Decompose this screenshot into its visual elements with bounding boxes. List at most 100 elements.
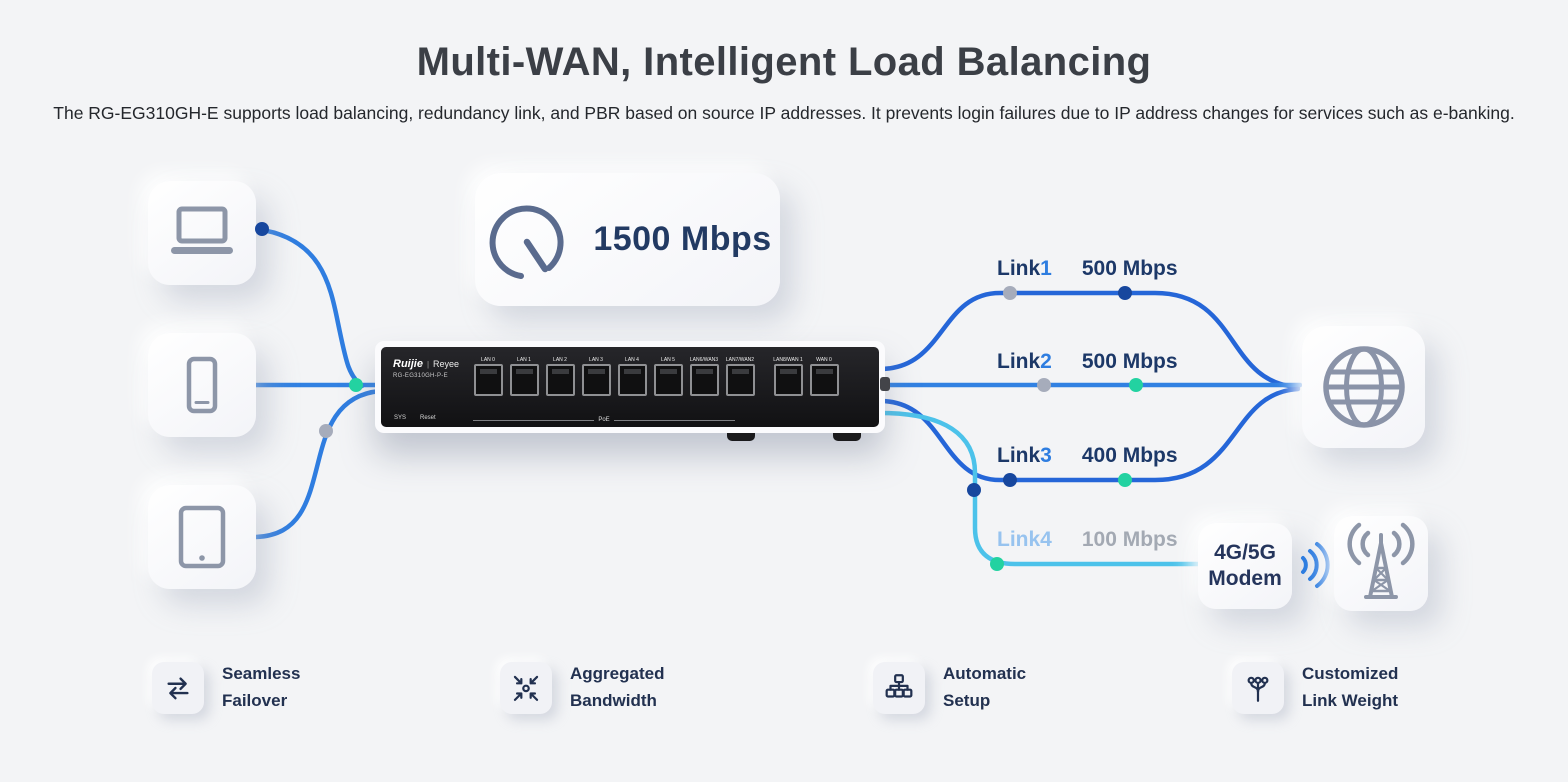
link1-speed: 500 Mbps bbox=[1081, 257, 1178, 281]
link3-speed: 400 Mbps bbox=[1081, 444, 1178, 468]
poe-group-label: PoE bbox=[473, 417, 735, 423]
flow-dot bbox=[1003, 473, 1017, 488]
globe-icon bbox=[1322, 346, 1405, 429]
flow-dot bbox=[990, 557, 1004, 572]
laptop-icon bbox=[171, 206, 233, 255]
speedometer-icon bbox=[489, 205, 564, 279]
flow-dot bbox=[1118, 473, 1132, 488]
flow-dot bbox=[349, 378, 363, 393]
router-model: RG-EG310GH-P-E bbox=[393, 373, 448, 380]
total-speed-card: 1500 Mbps bbox=[475, 173, 780, 307]
router-indicators: SYS Reset bbox=[394, 415, 436, 421]
port-label: LAN8/WAN 1 bbox=[773, 357, 803, 364]
modem-card: 4G/5G Modem bbox=[1198, 523, 1292, 610]
poe-label: PoE bbox=[598, 417, 610, 424]
link3-name: Link3 bbox=[997, 444, 1052, 468]
flow-dot bbox=[1129, 378, 1143, 393]
router-brand: Ruijie | Reyee RG-EG310GH-P-E bbox=[393, 358, 459, 379]
connection-lines bbox=[253, 227, 1303, 567]
flow-dot bbox=[1003, 286, 1017, 301]
page-title: Multi-WAN, Intelligent Load Balancing bbox=[416, 40, 1152, 84]
feature-label: Aggregated Bandwidth bbox=[570, 664, 665, 710]
router-ports: LAN 0 LAN 1 LAN 2 LAN 3 LAN 4 LAN 5 LAN6… bbox=[471, 356, 841, 397]
port-jack bbox=[545, 364, 575, 397]
sys-led-label: SYS bbox=[394, 415, 407, 422]
ethernet-port: LAN 4 bbox=[615, 356, 649, 397]
feature-customized-link-weight: Customized Link Weight bbox=[1232, 661, 1398, 714]
smartphone-card bbox=[148, 333, 256, 438]
ruijie-logo: Ruijie bbox=[393, 358, 423, 371]
tablet-link-line bbox=[253, 389, 383, 540]
feature-strip: Seamless Failover Aggregated Bandwidth bbox=[0, 661, 1568, 745]
feature-automatic-setup: Automatic Setup bbox=[873, 661, 1026, 714]
aggregate-icon bbox=[500, 661, 552, 714]
feature-aggregated-bandwidth: Aggregated Bandwidth bbox=[500, 661, 664, 714]
laptop-link-line bbox=[253, 227, 365, 389]
ethernet-port: LAN8/WAN 1 bbox=[771, 356, 805, 397]
cell-tower-card bbox=[1334, 516, 1428, 612]
feature-label: Customized Link Weight bbox=[1302, 664, 1399, 710]
port-jack bbox=[617, 364, 647, 397]
ethernet-port: LAN 5 bbox=[651, 356, 685, 397]
tablet-icon bbox=[178, 506, 226, 569]
modem-label: 4G/5G Modem bbox=[1208, 541, 1282, 591]
link4-label-row: Link4 100 Mbps bbox=[997, 528, 1178, 552]
flow-dot bbox=[967, 483, 981, 498]
router-device: Ruijie | Reyee RG-EG310GH-P-E SYS Reset … bbox=[375, 341, 890, 442]
flow-dot bbox=[255, 222, 269, 237]
feature-label: Seamless Failover bbox=[222, 664, 301, 710]
internet-card bbox=[1302, 326, 1425, 449]
port-jack bbox=[509, 364, 539, 397]
port-label: WAN 0 bbox=[816, 357, 832, 364]
brand-divider: | bbox=[426, 360, 430, 370]
link4-speed: 100 Mbps bbox=[1081, 528, 1178, 552]
port-label: LAN 4 bbox=[625, 357, 639, 364]
laptop-card bbox=[148, 181, 256, 286]
router-foot bbox=[833, 433, 861, 442]
link-weight-icon bbox=[1232, 661, 1284, 714]
speed-value: 1500 Mbps bbox=[593, 220, 772, 259]
link1-name: Link1 bbox=[997, 257, 1052, 281]
port-jack bbox=[725, 364, 755, 397]
cell-tower-icon bbox=[1347, 522, 1415, 599]
feature-seamless-failover: Seamless Failover bbox=[152, 661, 300, 714]
link2-name: Link2 bbox=[997, 350, 1052, 374]
flow-dot bbox=[1118, 286, 1132, 301]
reset-button-label: Reset bbox=[420, 415, 436, 422]
section-subtitle: The RG-EG310GH-E supports load balancing… bbox=[53, 103, 1515, 123]
failover-icon bbox=[152, 661, 204, 714]
link4-name: Link4 bbox=[997, 528, 1052, 552]
reyee-logo: Reyee bbox=[433, 359, 460, 370]
ethernet-port: WAN 0 bbox=[807, 356, 841, 397]
ethernet-port: LAN 1 bbox=[507, 356, 541, 397]
router-faceplate: Ruijie | Reyee RG-EG310GH-P-E SYS Reset … bbox=[381, 347, 879, 428]
poe-bracket-line bbox=[613, 419, 735, 421]
ethernet-port: LAN7/WAN2 bbox=[723, 356, 757, 397]
ethernet-port: LAN 3 bbox=[579, 356, 613, 397]
port-jack bbox=[689, 364, 719, 397]
flow-dot bbox=[319, 424, 333, 439]
smartphone-icon bbox=[186, 357, 218, 414]
port-label: LAN 2 bbox=[553, 357, 567, 364]
port-label: LAN 5 bbox=[661, 357, 675, 364]
flow-dot bbox=[1037, 378, 1051, 393]
link2-label-row: Link2 500 Mbps bbox=[997, 350, 1178, 374]
link3-label-row: Link3 400 Mbps bbox=[997, 444, 1178, 468]
link1-label-row: Link1 500 Mbps bbox=[997, 257, 1178, 281]
router-connector bbox=[880, 377, 890, 392]
router-foot bbox=[727, 433, 755, 442]
poe-bracket-line bbox=[473, 419, 595, 421]
wifi-signal-icon bbox=[1301, 542, 1330, 589]
topology-diagram: 1500 Mbps Ruijie | Reyee RG-EG310GH-P-E … bbox=[0, 143, 1568, 643]
wan-link1-line bbox=[877, 291, 1301, 390]
ethernet-port: LAN 2 bbox=[543, 356, 577, 397]
port-label: LAN 0 bbox=[481, 357, 495, 364]
port-label: LAN 1 bbox=[517, 357, 531, 364]
link2-speed: 500 Mbps bbox=[1081, 350, 1178, 374]
tablet-card bbox=[148, 485, 256, 590]
ethernet-port: LAN 0 bbox=[471, 356, 505, 397]
port-jack bbox=[809, 364, 839, 397]
port-label: LAN7/WAN2 bbox=[725, 357, 755, 364]
wan-link3-line bbox=[877, 387, 1301, 483]
port-jack bbox=[581, 364, 611, 397]
